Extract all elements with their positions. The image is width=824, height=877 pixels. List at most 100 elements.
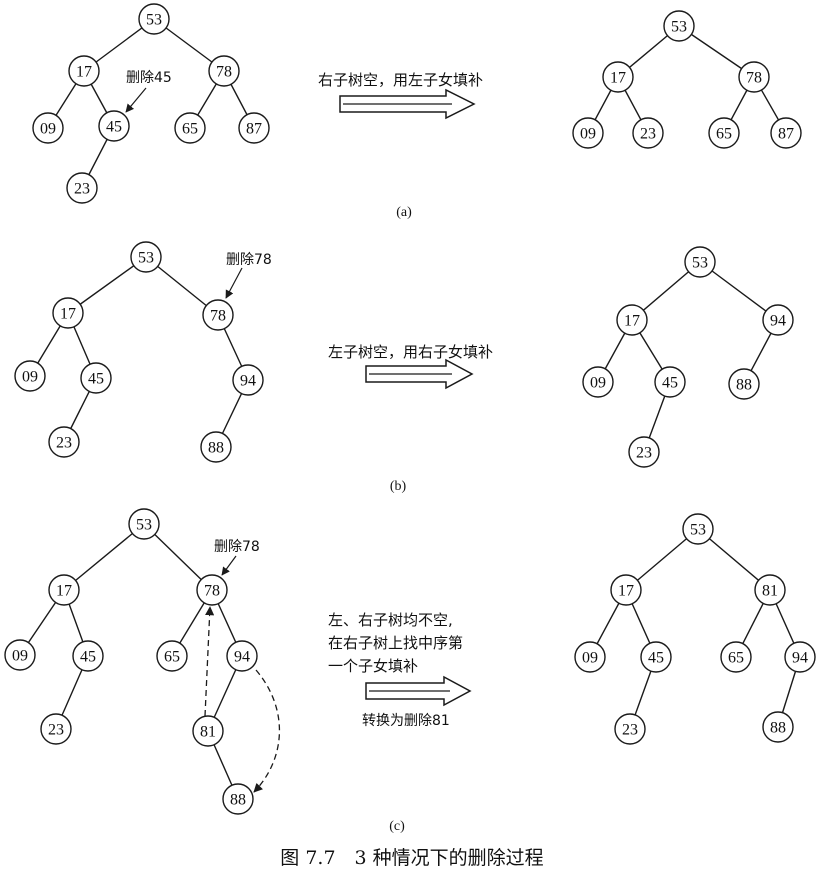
tree-node: 53	[682, 513, 714, 545]
svg-text:23: 23	[56, 435, 72, 452]
svg-text:87: 87	[246, 121, 262, 138]
tree-node: 23	[632, 117, 664, 149]
delete-note-c: 删除78	[214, 539, 260, 555]
svg-text:65: 65	[728, 650, 744, 667]
panel-c: 53 17 78 09 45 65	[4, 508, 816, 834]
tree-node: 09	[574, 641, 606, 673]
svg-text:53: 53	[671, 19, 687, 36]
tree-node: 94	[226, 640, 258, 672]
svg-text:78: 78	[204, 583, 220, 600]
tree-node: 65	[708, 117, 740, 149]
svg-text:45: 45	[662, 375, 678, 392]
tree-a-after: 53 17 78 09 23 65	[572, 10, 802, 149]
svg-text:53: 53	[138, 250, 154, 267]
relink-arrow-curve	[253, 669, 281, 793]
tree-node: 45	[640, 641, 672, 673]
tree-node: 88	[222, 783, 254, 815]
svg-text:94: 94	[240, 373, 256, 390]
transform-arrow-c	[365, 675, 472, 707]
operation-text-a: 右子树空，用左子女填补	[318, 71, 483, 89]
panel-a: 53 17 78 09 45 65	[32, 3, 802, 220]
tree-node: 23	[40, 713, 72, 745]
tree-node: 45	[80, 362, 112, 394]
svg-text:88: 88	[230, 792, 246, 809]
tree-c-after: 53 17 81 09 45 65	[574, 513, 816, 745]
tree-node-deleted: 78	[196, 574, 228, 606]
svg-text:23: 23	[622, 722, 638, 739]
tree-node: 87	[238, 112, 270, 144]
svg-text:88: 88	[208, 440, 224, 457]
tree-node: 87	[770, 117, 802, 149]
operation-text-b: 左子树空，用右子女填补	[328, 343, 493, 361]
svg-text:45: 45	[80, 649, 96, 666]
tree-node: 09	[572, 117, 604, 149]
tree-node: 45	[72, 640, 104, 672]
tree-node: 09	[582, 366, 614, 398]
tree-node: 94	[762, 304, 794, 336]
tree-node: 17	[68, 55, 100, 87]
tree-node: 17	[52, 297, 84, 329]
svg-text:23: 23	[636, 445, 652, 462]
tree-node-deleted: 45	[98, 110, 130, 142]
delete-pointer-c	[221, 555, 237, 576]
panel-label-c: (c)	[389, 819, 405, 834]
tree-node: 17	[48, 574, 80, 606]
sub-note-c: 转换为删除81	[362, 712, 450, 729]
tree-node: 53	[130, 241, 162, 273]
tree-b-after: 53 17 94 09 45 88	[582, 246, 794, 468]
tree-node: 53	[663, 10, 695, 42]
svg-text:81: 81	[762, 583, 778, 600]
tree-node: 65	[156, 640, 188, 672]
tree-node: 88	[762, 711, 794, 743]
svg-text:81: 81	[200, 724, 216, 741]
tree-node: 17	[610, 574, 642, 606]
panel-label-b: (b)	[390, 479, 407, 494]
svg-text:45: 45	[88, 371, 104, 388]
svg-text:78: 78	[210, 308, 226, 325]
tree-node: 78	[208, 55, 240, 87]
svg-text:17: 17	[610, 70, 626, 87]
svg-text:17: 17	[618, 583, 634, 600]
tree-node: 65	[174, 112, 206, 144]
tree-node: 23	[66, 172, 98, 204]
svg-text:09: 09	[582, 650, 598, 667]
svg-text:23: 23	[74, 181, 90, 198]
svg-text:53: 53	[692, 255, 708, 272]
svg-text:94: 94	[792, 650, 808, 667]
tree-c-before: 53 17 78 09 45 65	[4, 508, 258, 815]
svg-text:94: 94	[770, 313, 786, 330]
svg-text:78: 78	[746, 70, 762, 87]
delete-pointer-a	[125, 87, 147, 113]
transform-arrow-a	[339, 88, 476, 120]
svg-text:88: 88	[770, 720, 786, 737]
operation-text-c-line3: 一个子女填补	[328, 657, 418, 675]
svg-text:53: 53	[690, 522, 706, 539]
svg-text:09: 09	[40, 121, 56, 138]
tree-node: 88	[728, 368, 760, 400]
tree-node: 81	[754, 574, 786, 606]
delete-pointer-b	[225, 267, 243, 299]
tree-a-before: 53 17 78 09 45 65	[32, 3, 270, 204]
svg-text:17: 17	[60, 306, 76, 323]
svg-text:09: 09	[12, 648, 28, 665]
svg-text:87: 87	[778, 126, 794, 143]
tree-node: 94	[784, 641, 816, 673]
tree-node: 45	[654, 366, 686, 398]
replace-arrow-up	[204, 606, 215, 717]
tree-node: 17	[616, 304, 648, 336]
tree-node: 65	[720, 641, 752, 673]
tree-node: 23	[48, 426, 80, 458]
svg-text:53: 53	[136, 517, 152, 534]
svg-text:09: 09	[22, 369, 38, 386]
tree-node: 17	[602, 61, 634, 93]
tree-node: 09	[14, 360, 46, 392]
operation-text-c-line1: 左、右子树均不空,	[328, 611, 453, 629]
tree-node: 78	[738, 61, 770, 93]
tree-node-deleted: 78	[202, 299, 234, 331]
svg-text:53: 53	[146, 12, 162, 29]
tree-node: 23	[614, 713, 646, 745]
delete-note-b: 删除78	[226, 252, 272, 268]
svg-text:88: 88	[736, 377, 752, 394]
tree-node: 23	[628, 436, 660, 468]
